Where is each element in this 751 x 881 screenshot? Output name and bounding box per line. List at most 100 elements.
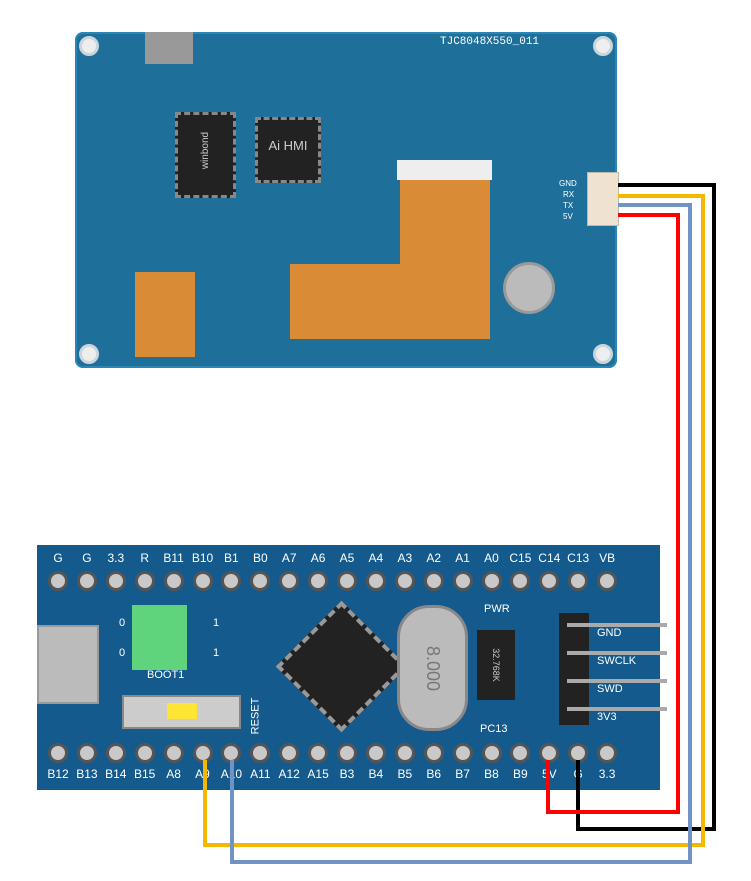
pin-label: 3.3 — [598, 767, 616, 781]
rtc-crystal: 32.768K — [477, 630, 515, 700]
fpc-connector — [397, 160, 492, 180]
wire-5v — [546, 213, 680, 814]
mount-hole — [79, 36, 99, 56]
flash-chip: winbond — [175, 112, 236, 198]
jumper-label: 0 — [119, 647, 126, 659]
header-pin — [337, 571, 357, 591]
sd-slot — [145, 32, 193, 64]
header-pin — [279, 571, 300, 591]
hmi-display-board: TJC8048X550_011 winbond Ai HMI GND RX TX… — [75, 32, 619, 368]
fpc-cable — [400, 180, 490, 270]
header-pin — [394, 743, 415, 763]
pin-label: G — [82, 551, 92, 565]
swd-label: GND — [597, 627, 622, 639]
pin-label: B10 — [191, 551, 214, 565]
header-pin — [308, 743, 329, 763]
header-pin — [163, 571, 184, 591]
pin-label: B12 — [47, 767, 69, 781]
pin-label: A1 — [455, 551, 470, 565]
header-pin — [539, 571, 560, 591]
header-pin — [568, 571, 589, 591]
pin-label: A3 — [397, 551, 413, 565]
pin-label: B5 — [397, 767, 413, 781]
header-pin — [365, 571, 386, 591]
mount-hole — [79, 344, 99, 364]
swd-label: SWD — [597, 683, 623, 695]
wire-gnd — [576, 183, 716, 831]
pin-label: A8 — [166, 767, 181, 781]
header-pin — [337, 743, 357, 763]
pc13-label: PC13 — [480, 723, 508, 735]
pin-label: B9 — [513, 767, 528, 781]
pin-label: B8 — [484, 767, 499, 781]
pin-label: VB — [599, 551, 616, 565]
header-pin — [394, 571, 415, 591]
header-pin — [105, 743, 126, 763]
jumper-label: 0 — [119, 617, 126, 629]
usb-port — [37, 625, 99, 704]
mount-hole — [593, 36, 613, 56]
header-pin — [250, 743, 271, 763]
touch-fpc — [135, 272, 195, 357]
header-pin — [481, 571, 502, 591]
reset-button[interactable] — [122, 695, 241, 729]
pin-label: A2 — [426, 551, 442, 565]
header-pin — [365, 743, 386, 763]
header-pin — [423, 571, 444, 591]
header-pin — [308, 571, 329, 591]
header-pin — [192, 743, 213, 763]
pin-label: A11 — [250, 767, 271, 781]
header-pin — [597, 571, 618, 591]
header-pin — [510, 743, 531, 763]
pin-label: B13 — [76, 767, 98, 781]
jumper-label: 1 — [213, 647, 220, 659]
hmi-chip: Ai HMI — [255, 117, 321, 183]
header-pin — [452, 571, 473, 591]
pin-label: A12 — [278, 767, 300, 781]
header-pin — [134, 743, 155, 763]
header-pin — [76, 571, 97, 591]
header-pin — [76, 743, 97, 763]
header-pin — [221, 571, 242, 591]
swd-pin — [567, 707, 667, 711]
label-5v: 5V — [563, 212, 573, 221]
pin-label: A7 — [281, 551, 297, 565]
crystal-8mhz: 8.000 — [397, 605, 468, 731]
header-pin — [510, 571, 531, 591]
label-gnd: GND — [559, 179, 577, 188]
mount-hole — [593, 344, 613, 364]
pin-label: B4 — [368, 767, 384, 781]
label-rx: RX — [563, 190, 575, 199]
pin-label: A4 — [368, 551, 384, 565]
header-pin — [597, 743, 618, 763]
pin-label: R — [140, 551, 150, 565]
pin-label: B3 — [339, 767, 355, 781]
swd-pin — [567, 679, 667, 683]
pin-label: G — [53, 551, 63, 565]
label-tx: TX — [563, 201, 574, 210]
header-pin — [48, 571, 68, 591]
swd-header — [559, 613, 589, 725]
swd-pin — [567, 623, 667, 627]
swd-pin — [567, 651, 667, 655]
header-pin — [452, 743, 473, 763]
board-model: TJC8048X550_011 — [440, 36, 540, 48]
fpc-cable — [290, 264, 490, 339]
wire-rx — [203, 194, 705, 847]
header-pin — [192, 571, 213, 591]
coin-battery-holder — [503, 262, 555, 314]
header-pin — [481, 743, 502, 763]
pin-label: A6 — [310, 551, 326, 565]
swd-label: SWCLK — [597, 655, 637, 667]
pin-label: B11 — [163, 551, 184, 565]
pin-label: B15 — [134, 767, 156, 781]
boot-jumpers — [132, 605, 187, 670]
pin-label: C14 — [538, 551, 561, 565]
pin-label: A0 — [484, 551, 499, 565]
boot1-label: BOOT1 — [147, 669, 185, 681]
swd-label: 3V3 — [597, 711, 617, 723]
pin-label: A5 — [339, 551, 355, 565]
pin-label: B0 — [252, 551, 268, 565]
